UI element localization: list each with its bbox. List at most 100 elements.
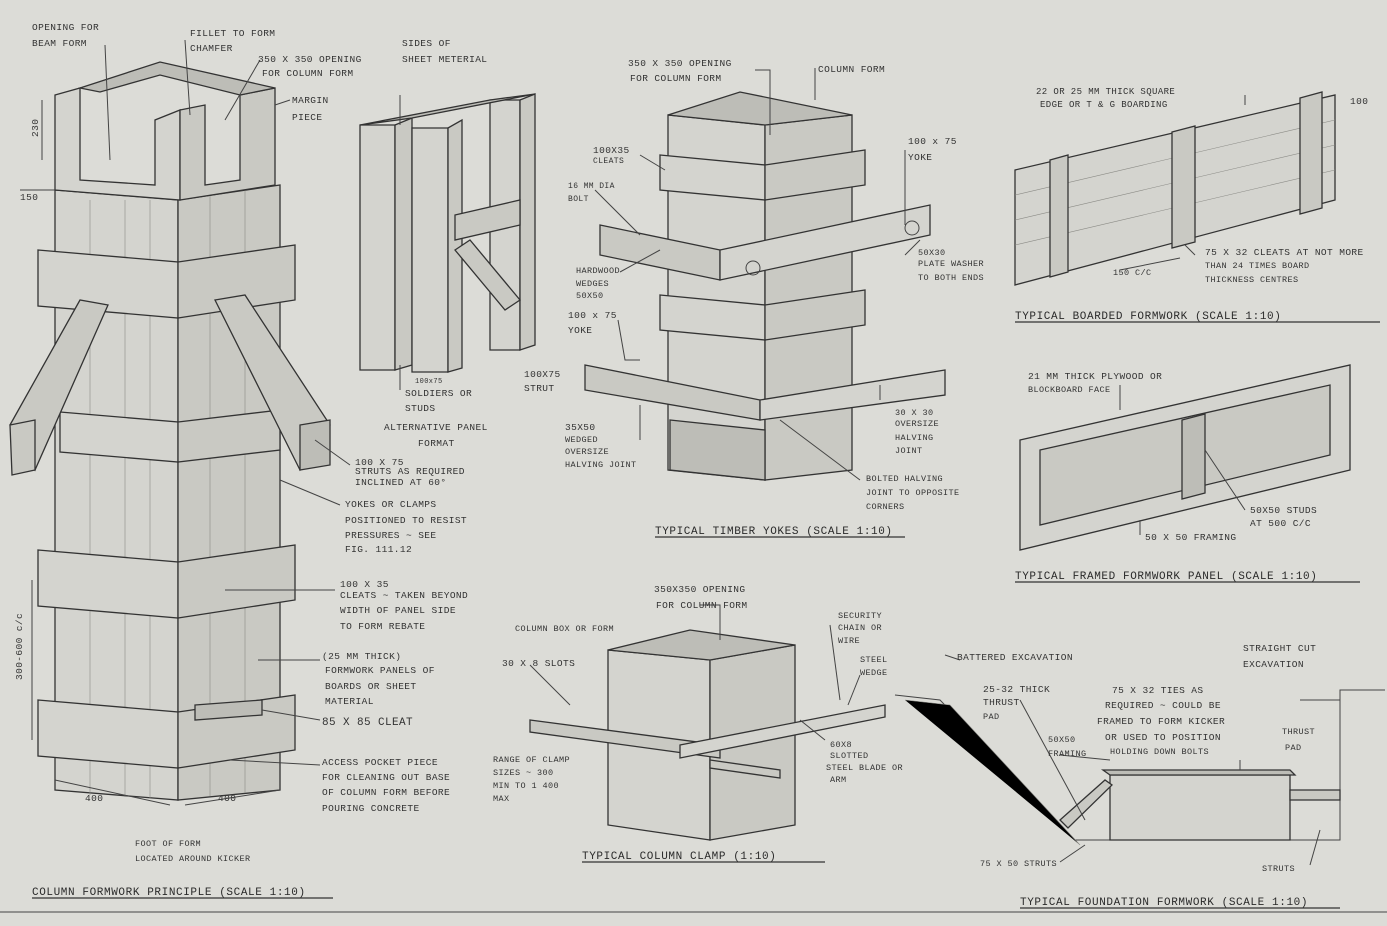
label-sides-1: SIDES OF bbox=[402, 38, 451, 49]
label-y-yoke-2: YOKE bbox=[568, 325, 592, 336]
label-c-wedge-1: STEEL bbox=[860, 655, 888, 665]
label-fd-framing-1: 50X50 bbox=[1048, 735, 1076, 745]
label-y-halving-1: 35X50 bbox=[565, 422, 596, 433]
title-clamp: TYPICAL COLUMN CLAMP (1:10) bbox=[582, 851, 776, 863]
label-c-chain-2: CHAIN OR bbox=[838, 623, 882, 633]
label-y-halving-2: WEDGED bbox=[565, 435, 598, 445]
label-struts-3: INCLINED AT 60° bbox=[355, 477, 447, 488]
boarded-formwork bbox=[1014, 91, 1336, 286]
brace bbox=[454, 239, 521, 311]
label-y-wedges-2: WEDGES bbox=[576, 279, 609, 289]
label-cleats-2: CLEATS ~ TAKEN BEYOND bbox=[340, 590, 468, 601]
yoke-1-right bbox=[177, 244, 296, 319]
label-fd-straight-1: STRAIGHT CUT bbox=[1243, 643, 1316, 654]
label-dim-150: 150 bbox=[20, 192, 38, 203]
foundation-tie bbox=[1100, 769, 1297, 776]
label-fd-struts-b: STRUTS bbox=[1262, 864, 1295, 874]
label-alt-panel-1: ALTERNATIVE PANEL bbox=[384, 422, 488, 433]
label-dim-soldier: 100x75 bbox=[415, 378, 443, 386]
board-cleat-1 bbox=[1049, 154, 1069, 278]
label-b-100: 100 bbox=[1350, 96, 1368, 107]
yoke-3-left bbox=[37, 699, 179, 769]
cleat-b-r bbox=[764, 289, 866, 341]
label-panels-1: (25 MM THICK) bbox=[322, 651, 401, 662]
top-margin-left bbox=[54, 87, 181, 201]
label-y-washer-3: TO BOTH ENDS bbox=[918, 273, 984, 283]
strut-left-end bbox=[9, 419, 36, 476]
titles: COLUMN FORMWORK PRINCIPLE (SCALE 1:10) T… bbox=[32, 311, 1380, 909]
label-fillet-1: FILLET TO FORM bbox=[190, 28, 275, 39]
stud-2 bbox=[411, 127, 449, 373]
foundation-strut bbox=[1059, 779, 1114, 829]
label-struts-2: STRUTS AS REQUIRED bbox=[355, 466, 465, 477]
label-y-joint-4: JOINT bbox=[895, 446, 923, 456]
yoke-1-left bbox=[37, 249, 179, 319]
label-margin-1: MARGIN bbox=[292, 95, 329, 106]
label-sides-2: SHEET METERIAL bbox=[402, 54, 487, 65]
label-c-blade-4: ARM bbox=[830, 775, 847, 785]
rail-mid bbox=[454, 199, 521, 241]
label-fd-straight-2: EXCAVATION bbox=[1243, 659, 1304, 670]
label-c-slots: 30 X 8 SLOTS bbox=[502, 658, 575, 669]
label-y-joint-2: OVERSIZE bbox=[895, 419, 939, 429]
label-fd-struts-a: 75 X 50 STRUTS bbox=[980, 859, 1057, 869]
label-y-bolt-1: 16 MM DIA bbox=[568, 182, 615, 191]
label-access-2: FOR CLEANING OUT BASE bbox=[322, 772, 450, 783]
label-y-bolted-2: JOINT TO OPPOSITE bbox=[866, 488, 960, 498]
label-fd-ties-5: HOLDING DOWN BOLTS bbox=[1110, 747, 1209, 757]
framed-formwork bbox=[1019, 364, 1351, 551]
label-y-opening-2: FOR COLUMN FORM bbox=[630, 73, 722, 84]
stud-1-side bbox=[394, 117, 413, 371]
foundation-box bbox=[1109, 774, 1291, 841]
label-y-halving-4: HALVING JOINT bbox=[565, 460, 637, 470]
label-y-bolted-3: CORNERS bbox=[866, 502, 905, 512]
access-pocket bbox=[194, 699, 263, 721]
framed-stud bbox=[1181, 413, 1206, 500]
label-b-cleats-2: THAN 24 TIMES BOARD bbox=[1205, 261, 1310, 271]
label-opening-beam-1: OPENING FOR bbox=[32, 22, 99, 33]
label-y-opening-1: 350 X 350 OPENING bbox=[628, 58, 732, 69]
label-c-range-4: MAX bbox=[493, 794, 510, 804]
label-cleats-3: WIDTH OF PANEL SIDE bbox=[340, 605, 456, 616]
label-y-yoke-top-2: YOKE bbox=[908, 152, 932, 163]
clamp-wedge bbox=[709, 759, 781, 779]
title-foundation: TYPICAL FOUNDATION FORMWORK (SCALE 1:10) bbox=[1020, 897, 1308, 909]
label-fd-ties-1: 75 X 32 TIES AS bbox=[1112, 685, 1204, 696]
label-foot-2: LOCATED AROUND KICKER bbox=[135, 854, 251, 864]
board-cleat-3 bbox=[1299, 91, 1323, 215]
clamp-arm-2 bbox=[679, 704, 886, 759]
label-soldiers-1: SOLDIERS OR bbox=[405, 388, 472, 399]
label-y-washer-2: PLATE WASHER bbox=[918, 259, 984, 269]
label-fd-ties-3: FRAMED TO FORM KICKER bbox=[1097, 716, 1225, 727]
label-y-cleats-2: CLEATS bbox=[593, 157, 624, 166]
label-dim-400a: 400 bbox=[85, 793, 103, 804]
label-fd-thrust-1: THRUST bbox=[1282, 727, 1315, 737]
label-y-bolted-1: BOLTED HALVING bbox=[866, 474, 943, 484]
label-alt-panel-2: FORMAT bbox=[418, 438, 455, 449]
label-opening-col-2: FOR COLUMN FORM bbox=[262, 68, 354, 79]
title-principle: COLUMN FORMWORK PRINCIPLE (SCALE 1:10) bbox=[32, 887, 306, 899]
label-c-wedge-2: WEDGE bbox=[860, 668, 888, 678]
label-yokes-1: YOKES OR CLAMPS bbox=[345, 499, 437, 510]
title-framed: TYPICAL FRAMED FORMWORK PANEL (SCALE 1:1… bbox=[1015, 571, 1317, 583]
yoke-col-top bbox=[667, 91, 853, 126]
foundation-strut-right bbox=[1289, 789, 1341, 801]
label-b-board-2: EDGE OR T & G BOARDING bbox=[1040, 100, 1168, 110]
cleat-a-r bbox=[764, 149, 866, 201]
clamp-arm-1 bbox=[529, 719, 721, 759]
label-f-studs-1: 50X50 STUDS bbox=[1250, 505, 1317, 516]
label-c-box: COLUMN BOX OR FORM bbox=[515, 624, 614, 634]
top-margin-right bbox=[179, 87, 276, 201]
top-rail bbox=[359, 93, 536, 126]
strut-right-end bbox=[299, 419, 331, 471]
yoke-2-right bbox=[177, 544, 296, 619]
label-dim-300-600: 300-600 c/c bbox=[14, 613, 25, 680]
title-yokes: TYPICAL TIMBER YOKES (SCALE 1:10) bbox=[655, 526, 893, 538]
label-struts-1: 100 X 75 bbox=[355, 457, 404, 468]
label-b-cc: 150 C/C bbox=[1113, 268, 1152, 278]
label-margin-2: PIECE bbox=[292, 112, 323, 123]
label-c-blade-1: 60X8 bbox=[830, 740, 852, 750]
label-access-4: POURING CONCRETE bbox=[322, 803, 420, 814]
label-y-cleats-1: 100X35 bbox=[593, 145, 630, 156]
